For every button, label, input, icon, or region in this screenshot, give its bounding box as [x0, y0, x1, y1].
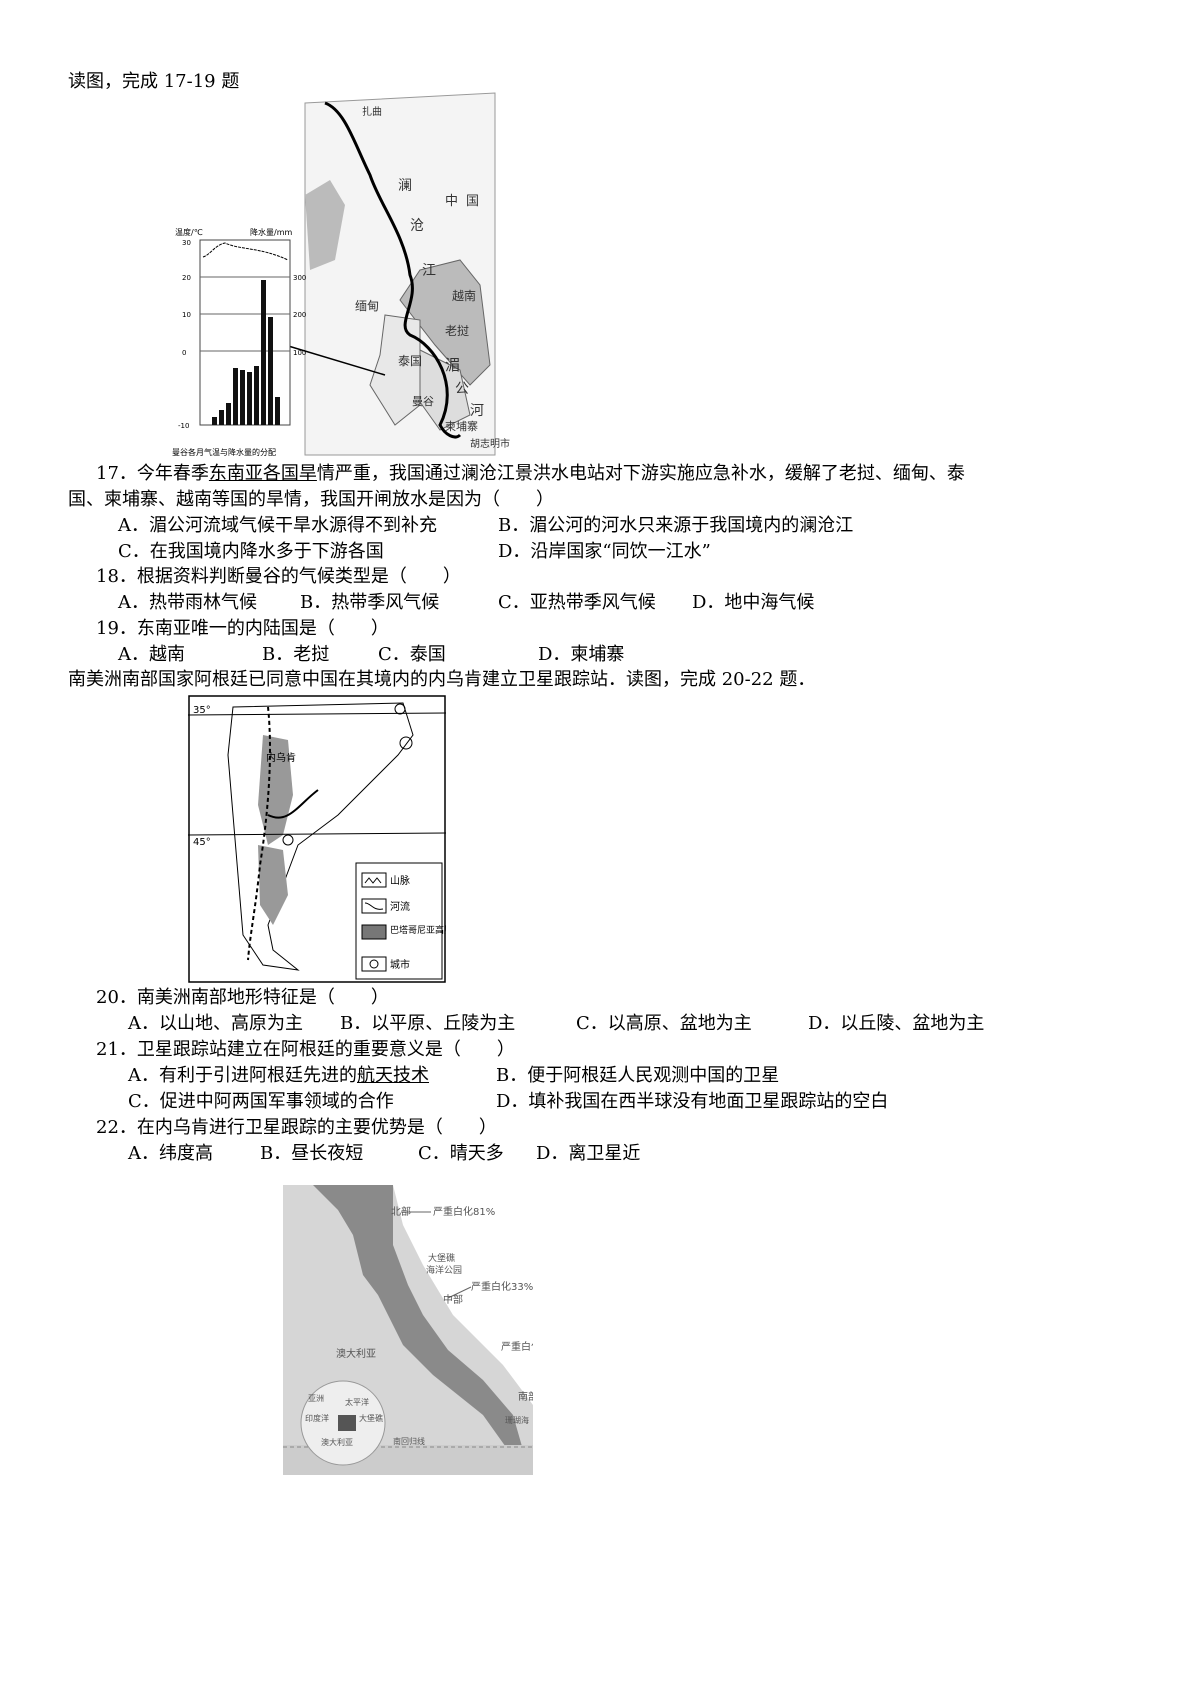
label-gong: 公: [455, 381, 469, 397]
label-reef: 大堡礁: [428, 1252, 455, 1264]
argentina-map: 35° 45° 内乌肯 山脉 河流 巴塔哥尼亚高原 城市: [188, 695, 446, 983]
label-middle: 中部: [443, 1293, 463, 1306]
label-coral-sea: 珊瑚海: [505, 1415, 529, 1425]
label-cang: 沧: [410, 217, 424, 234]
label-china: 中国: [445, 194, 487, 209]
intro-17-19: 读图，完成 17-19 题: [68, 71, 240, 92]
label-australia-inset: 澳大利亚: [321, 1437, 353, 1447]
lat-45-label: 45°: [193, 837, 211, 848]
bangkok-climate-chart: 温度/℃ 降水量/mm 30 20 10 0 -10 300 200 100 曼…: [172, 227, 306, 457]
label-north-bleaching: 严重白化81%: [433, 1205, 495, 1218]
label-myanmar: 缅甸: [355, 299, 379, 313]
label-mei: 湄: [445, 356, 460, 374]
q20-option-d[interactable]: D．以丘陵、盆地为主: [808, 1013, 985, 1034]
intro-20-22: 南美洲南部国家阿根廷已同意中国在其境内的内乌肯建立卫星跟踪站．读图，完成 20-…: [68, 669, 816, 690]
left-axis-label: 温度/℃: [175, 227, 203, 237]
label-australia: 澳大利亚: [336, 1347, 376, 1360]
label-zhaqu: 扎曲: [362, 105, 382, 118]
label-he: 河: [470, 403, 484, 419]
q22-option-c[interactable]: C．晴天多: [418, 1143, 504, 1164]
q21-option-a[interactable]: A．有利于引进阿根廷先进的航天技术: [128, 1065, 429, 1086]
legend-river: 河流: [390, 900, 410, 913]
lat-35-label: 35°: [193, 705, 211, 716]
chart-caption: 曼谷各月气温与降水量的分配: [172, 447, 276, 457]
tick: -10: [178, 422, 189, 430]
label-asia: 亚洲: [308, 1394, 324, 1403]
label-laos: 老挝: [445, 324, 469, 338]
tick: 10: [182, 311, 191, 319]
q18-option-b[interactable]: B．热带季风气候: [300, 592, 440, 613]
q19-option-d[interactable]: D．柬埔寨: [538, 644, 625, 665]
q17-stem-2: 国、柬埔寨、越南等国的旱情，我国开闸放水是因为（ ）: [68, 489, 554, 510]
tick: 300: [293, 274, 306, 282]
legend-plateau: 巴塔哥尼亚高原: [390, 924, 446, 936]
label-south-bleaching: 严重白化1%: [501, 1340, 533, 1353]
q22-stem: 22．在内乌肯进行卫星跟踪的主要优势是（ ）: [96, 1117, 497, 1138]
neuquen-label: 内乌肯: [266, 751, 296, 764]
q21-option-d[interactable]: D．填补我国在西半球没有地面卫星跟踪站的空白: [496, 1091, 889, 1112]
legend-mountain: 山脉: [390, 874, 410, 887]
q20-option-c[interactable]: C．以高原、盆地为主: [576, 1013, 752, 1034]
label-bangkok: 曼谷: [412, 395, 434, 408]
great-barrier-reef-map: 北部 严重白化81% 大堡礁 海洋公园 中部 严重白化33% 澳大利亚 严重白化…: [283, 1185, 533, 1475]
q19-option-a[interactable]: A．越南: [118, 644, 185, 665]
q21-option-c[interactable]: C．促进中阿两国军事领域的合作: [128, 1091, 394, 1112]
label-cambodia: 柬埔寨: [445, 419, 478, 433]
q21-option-b[interactable]: B．便于阿根廷人民观测中国的卫星: [496, 1065, 780, 1086]
label-middle-bleaching: 严重白化33%: [471, 1280, 533, 1293]
q18-option-d[interactable]: D．地中海气候: [692, 592, 815, 613]
q20-option-b[interactable]: B．以平原、丘陵为主: [340, 1013, 516, 1034]
label-indian-ocean: 印度洋: [305, 1413, 329, 1423]
q17-option-b[interactable]: B．湄公河的河水只来源于我国境内的澜沧江: [498, 515, 854, 536]
label-jiang: 江: [422, 263, 436, 279]
mekong-map: 扎曲 澜 沧 江 中国 缅甸 越南 老挝 泰国 湄 公 河 曼谷 柬埔寨 胡志明…: [172, 92, 510, 457]
q20-stem: 20．南美洲南部地形特征是（ ）: [96, 987, 389, 1008]
label-lan: 澜: [398, 178, 412, 194]
legend-city: 城市: [390, 958, 410, 971]
tick: 20: [182, 274, 191, 282]
q22-option-b[interactable]: B．昼长夜短: [260, 1143, 364, 1164]
label-north: 北部: [391, 1205, 411, 1218]
label-hcm: 胡志明市: [470, 437, 510, 450]
label-tropic-capricorn: 南回归线: [393, 1436, 425, 1446]
q19-option-b[interactable]: B．老挝: [262, 644, 330, 665]
q17-option-d[interactable]: D．沿岸国家“同饮一江水”: [498, 541, 711, 562]
q19-option-c[interactable]: C．泰国: [378, 644, 446, 665]
tick: 30: [182, 239, 191, 247]
label-reef-park: 海洋公园: [426, 1264, 462, 1276]
q20-option-a[interactable]: A．以山地、高原为主: [128, 1013, 303, 1034]
label-south: 南部: [518, 1390, 533, 1403]
tick: 200: [293, 311, 306, 319]
tick: 100: [293, 349, 306, 357]
q18-option-a[interactable]: A．热带雨林气候: [118, 592, 257, 613]
q21-stem: 21．卫星跟踪站建立在阿根廷的重要意义是（ ）: [96, 1039, 515, 1060]
label-pacific: 太平洋: [345, 1397, 369, 1407]
q18-stem: 18．根据资料判断曼谷的气候类型是（ ）: [96, 566, 461, 587]
right-axis-label: 降水量/mm: [250, 227, 292, 237]
q17-option-c[interactable]: C．在我国境内降水多于下游各国: [118, 541, 384, 562]
q17-stem: 17．今年春季东南亚各国旱情严重，我国通过澜沧江景洪水电站对下游实施应急补水，缓…: [96, 463, 965, 484]
q22-option-d[interactable]: D．离卫星近: [536, 1143, 641, 1164]
q22-option-a[interactable]: A．纬度高: [128, 1143, 213, 1164]
map-legend: 山脉 河流 巴塔哥尼亚高原 城市: [355, 862, 446, 980]
tick: 0: [182, 349, 186, 357]
label-thailand: 泰国: [398, 354, 422, 368]
q17-option-a[interactable]: A．湄公河流域气候干旱水源得不到补充: [118, 515, 437, 536]
label-vietnam: 越南: [452, 288, 476, 303]
q19-stem: 19．东南亚唯一的内陆国是（ ）: [96, 618, 389, 639]
label-reef-area: 大堡礁: [359, 1413, 383, 1423]
q18-option-c[interactable]: C．亚热带季风气候: [498, 592, 656, 613]
